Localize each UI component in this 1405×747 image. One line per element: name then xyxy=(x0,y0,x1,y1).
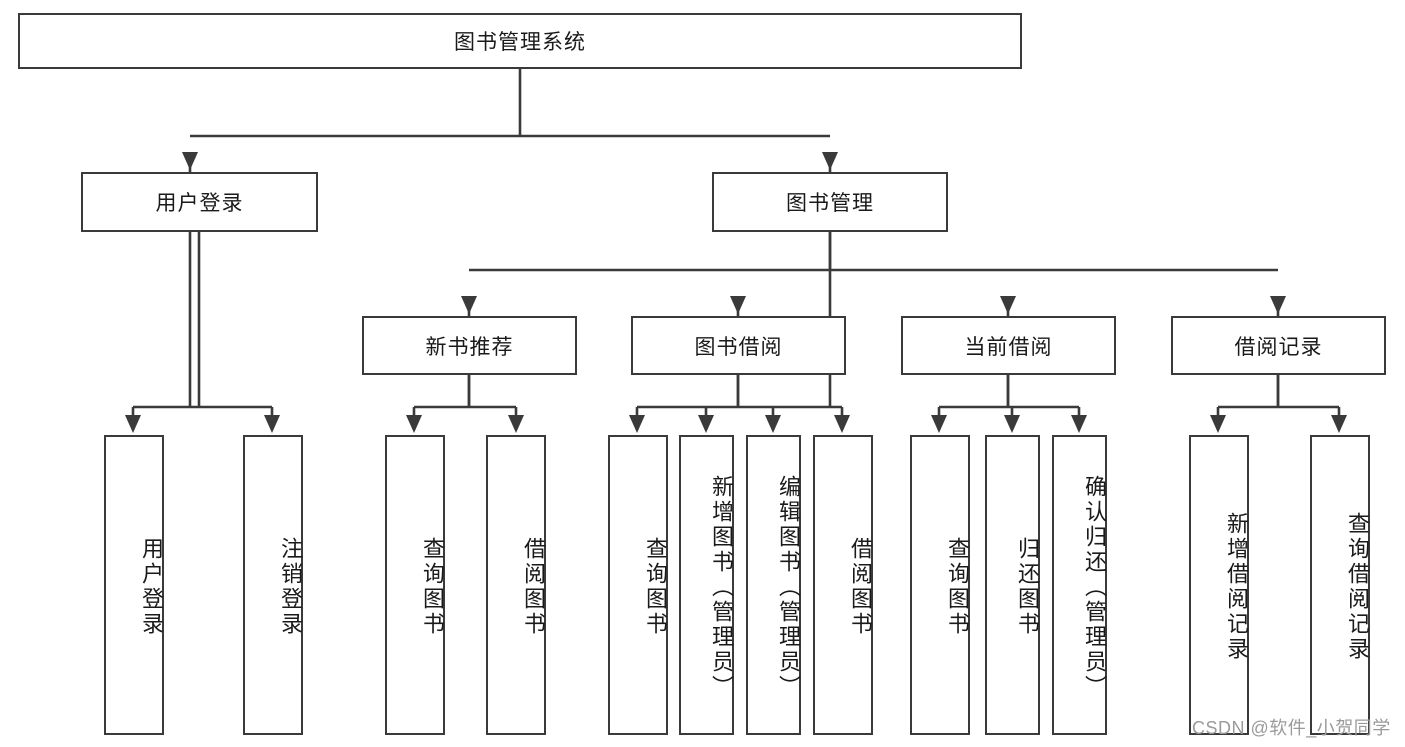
node-label: 用户登录 xyxy=(139,537,164,637)
node-label: 查询借阅记录 xyxy=(1345,512,1370,662)
node-leaf-logout[interactable]: 注销登录 xyxy=(243,435,303,735)
node-leaf-confirm-return[interactable]: 确认归还（管理员） xyxy=(1052,435,1107,735)
node-label: 图书管理系统 xyxy=(454,31,586,54)
node-leaf-borrow-book-2[interactable]: 借阅图书 xyxy=(813,435,873,735)
arrowhead-icon xyxy=(264,415,280,433)
node-leaf-query-book-1[interactable]: 查询图书 xyxy=(385,435,445,735)
node-root[interactable]: 图书管理系统 xyxy=(18,13,1022,69)
arrowhead-icon xyxy=(461,296,477,314)
arrowhead-icon xyxy=(508,415,524,433)
node-label: 借阅记录 xyxy=(1234,335,1323,359)
node-label: 用户登录 xyxy=(155,192,244,215)
arrowhead-icon xyxy=(730,296,746,314)
node-user-login[interactable]: 用户登录 xyxy=(81,172,318,232)
arrowhead-icon xyxy=(125,415,141,433)
arrowhead-icon xyxy=(406,415,422,433)
node-new-book-recommend[interactable]: 新书推荐 xyxy=(362,316,577,375)
node-label: 借阅图书 xyxy=(521,537,546,637)
arrowhead-icon xyxy=(1331,415,1347,433)
node-label: 归还图书 xyxy=(1015,537,1040,637)
arrowhead-icon xyxy=(822,152,838,170)
node-label: 编辑图书（管理员） xyxy=(776,474,801,700)
arrowhead-icon xyxy=(1270,296,1286,314)
arrowhead-icon xyxy=(1210,415,1226,433)
node-leaf-borrow-book-1[interactable]: 借阅图书 xyxy=(486,435,546,735)
node-label: 新书推荐 xyxy=(425,335,514,359)
node-borrow-record[interactable]: 借阅记录 xyxy=(1171,316,1386,375)
node-label: 借阅图书 xyxy=(848,537,873,637)
node-label: 图书管理 xyxy=(786,192,874,215)
arrowhead-icon xyxy=(931,415,947,433)
node-label: 查询图书 xyxy=(420,537,445,637)
node-label: 注销登录 xyxy=(278,537,303,637)
node-current-borrow[interactable]: 当前借阅 xyxy=(901,316,1116,375)
arrowhead-icon xyxy=(765,415,781,433)
node-leaf-query-book-3[interactable]: 查询图书 xyxy=(910,435,970,735)
watermark: CSDN @软件_小贺同学 xyxy=(1192,718,1391,738)
node-label: 当前借阅 xyxy=(964,335,1053,359)
node-label: 查询图书 xyxy=(643,537,668,637)
arrowhead-icon xyxy=(834,415,850,433)
node-label: 新增借阅记录 xyxy=(1224,512,1249,662)
node-label: 图书借阅 xyxy=(694,335,783,359)
arrowhead-icon xyxy=(629,415,645,433)
node-book-management[interactable]: 图书管理 xyxy=(712,172,948,232)
node-label: 查询图书 xyxy=(945,537,970,637)
node-label: 确认归还（管理员） xyxy=(1082,474,1107,700)
node-label: 新增图书（管理员） xyxy=(709,474,734,700)
node-leaf-add-record[interactable]: 新增借阅记录 xyxy=(1189,435,1249,735)
node-leaf-edit-book[interactable]: 编辑图书（管理员） xyxy=(746,435,801,735)
node-leaf-add-book[interactable]: 新增图书（管理员） xyxy=(679,435,734,735)
arrowhead-icon xyxy=(698,415,714,433)
arrowhead-icon xyxy=(1071,415,1087,433)
node-book-borrow[interactable]: 图书借阅 xyxy=(631,316,846,375)
node-leaf-query-book-2[interactable]: 查询图书 xyxy=(608,435,668,735)
arrowhead-icon xyxy=(1004,415,1020,433)
node-leaf-return-book[interactable]: 归还图书 xyxy=(985,435,1040,735)
arrowhead-icon xyxy=(1000,296,1016,314)
arrowhead-icon xyxy=(182,152,198,170)
node-leaf-user-login[interactable]: 用户登录 xyxy=(104,435,164,735)
node-leaf-query-record[interactable]: 查询借阅记录 xyxy=(1310,435,1370,735)
